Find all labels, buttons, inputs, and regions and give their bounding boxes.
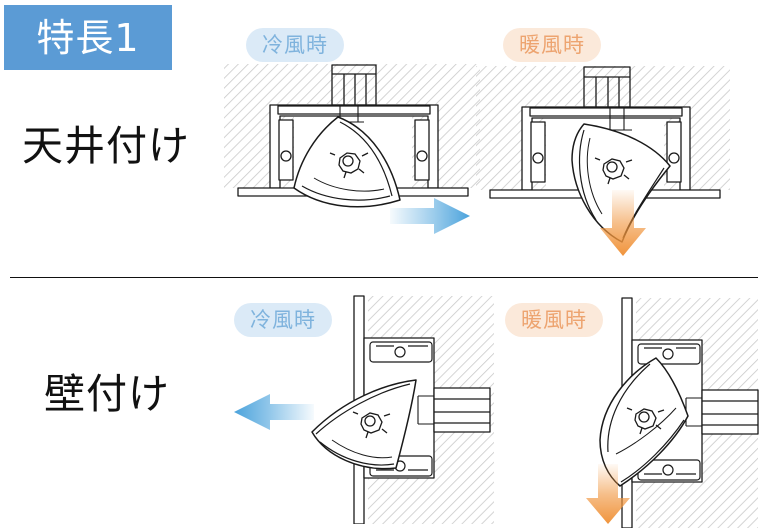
diffuser-housing	[237, 104, 469, 197]
louver-pivot-hub	[626, 407, 665, 435]
mode-pill-label: 冷風時	[262, 32, 328, 57]
illustration-ceiling-cool	[222, 60, 484, 250]
mode-pill-label: 冷風時	[250, 307, 316, 332]
feature-badge: 特長1	[4, 5, 172, 70]
airflow-arrow-down	[600, 190, 646, 256]
mode-pill-wall-cool: 冷風時	[234, 303, 332, 337]
row-label-wall: 壁付け	[44, 370, 170, 418]
row-divider	[10, 277, 758, 278]
mode-pill-ceiling-cool: 冷風時	[246, 28, 344, 62]
mode-pill-wall-warm: 暖風時	[505, 303, 603, 337]
row-label-ceiling: 天井付け	[22, 122, 190, 170]
fan-motor-bracket	[417, 395, 434, 425]
duct-collar	[433, 387, 491, 433]
mode-pill-label: 暖風時	[519, 32, 585, 57]
illustration-wall-cool	[228, 292, 496, 524]
airflow-arrow-left	[234, 394, 314, 430]
mode-pill-ceiling-warm: 暖風時	[503, 28, 601, 62]
feature-badge-label: 特長1	[36, 15, 140, 60]
airflow-arrow-down	[586, 464, 630, 524]
illustration-ceiling-warm	[472, 60, 734, 260]
illustration-wall-warm	[488, 292, 760, 528]
grille-frame-bottom	[637, 459, 701, 481]
louver-pivot-hub	[352, 411, 391, 439]
airflow-arrow-right	[390, 198, 470, 234]
grille-frame-top	[637, 343, 701, 365]
louver-pivot-hub	[594, 157, 633, 185]
louver-pivot-hub	[329, 152, 369, 179]
mode-pill-label: 暖風時	[521, 307, 587, 332]
grille-frame-top	[369, 341, 433, 363]
duct-collar	[701, 389, 759, 435]
